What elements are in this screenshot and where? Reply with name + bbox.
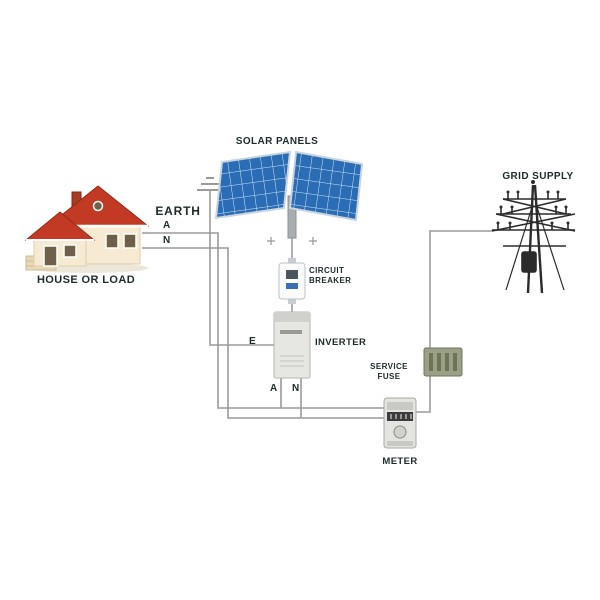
fuse-slat-3 (445, 353, 449, 371)
fuse-slat-1 (429, 353, 433, 371)
house-wire-a-label: A (163, 220, 171, 231)
meter-dial (393, 425, 407, 439)
tower-pole (526, 184, 544, 294)
breaker-body (278, 262, 306, 300)
house-window-1 (105, 233, 119, 249)
fuse-body (423, 347, 463, 377)
solar-panel-right (288, 150, 364, 222)
breaker-terminal-top (288, 258, 296, 264)
breaker-toggle (286, 270, 298, 279)
meter-base (387, 441, 413, 446)
wiring-lines (142, 177, 492, 419)
wire-house-n (142, 247, 385, 419)
inverter-e-label: E (249, 336, 257, 347)
house-window-2 (123, 233, 137, 249)
wire-grid-to-meter (416, 230, 492, 413)
tower-stay-wires (505, 203, 565, 291)
inverter-label: INVERTER (315, 337, 367, 348)
inverter-a-label: A (270, 383, 278, 394)
inverter-top-strip (274, 312, 310, 322)
breaker-label-plate (286, 283, 298, 289)
house-wire-n-label: N (163, 235, 171, 246)
house-label: HOUSE OR LOAD (36, 274, 136, 286)
tower-transformer (521, 251, 537, 273)
solar-panels-label: SOLAR PANELS (235, 136, 319, 147)
service-fuse-illustration (423, 347, 463, 377)
meter-body (383, 397, 417, 449)
solar-panels-illustration (214, 150, 364, 239)
wire-house-a (142, 232, 385, 409)
solar-panel-left (214, 150, 292, 220)
meter-illustration (383, 397, 417, 449)
fuse-slat-2 (437, 353, 441, 371)
service-fuse-label: SERVICE FUSE (370, 362, 408, 381)
meter-top-panel (387, 402, 413, 410)
meter-register (387, 412, 413, 421)
fuse-slat-4 (453, 353, 457, 371)
house-wing-window (63, 244, 77, 258)
grid-supply-label: GRID SUPPLY (502, 171, 574, 182)
tower-insulator-caps (496, 180, 570, 225)
circuit-breaker-label: CIRCUIT BREAKER (309, 266, 352, 285)
wire-earth (209, 190, 274, 346)
breaker-terminal-bottom (288, 298, 296, 304)
meter-label: METER (382, 456, 418, 467)
inverter-display (280, 330, 302, 334)
inverter-n-label: N (292, 383, 300, 394)
panel-mount-marks (267, 237, 317, 245)
house-attic-window (92, 200, 104, 212)
inverter-vents (280, 355, 304, 367)
grid-tower-illustration (491, 180, 576, 294)
inverter-illustration (273, 311, 311, 379)
house-illustration (24, 185, 150, 273)
earth-label: EARTH (155, 204, 201, 218)
tower-conductors (491, 198, 576, 232)
circuit-breaker-illustration (278, 258, 306, 304)
meter-digits (390, 414, 412, 419)
house-door (43, 245, 58, 267)
